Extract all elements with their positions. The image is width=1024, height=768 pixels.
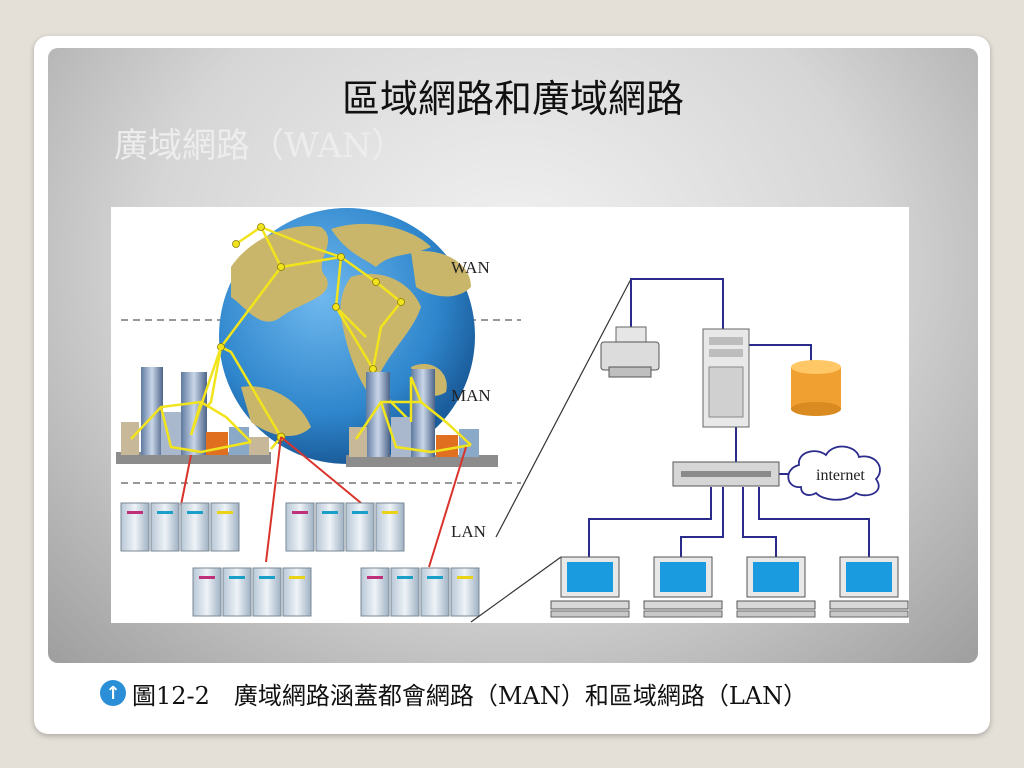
server-rack-icon — [360, 567, 480, 617]
server-tower-icon — [702, 328, 750, 428]
server-rack-icon — [120, 502, 240, 552]
server-rack-icon — [285, 502, 405, 552]
slide-title: 區域網路和廣域網路 — [341, 77, 684, 121]
network-diagram-svg: WAN MAN LAN — [116, 208, 909, 623]
database-icon — [791, 360, 841, 416]
lan-network-lines — [588, 278, 870, 557]
desktop-computer-icon — [643, 556, 723, 618]
server-rack-icon — [192, 567, 312, 617]
arrow-up-icon[interactable]: ↑ — [100, 680, 126, 706]
city-building-icon — [116, 367, 271, 464]
network-switch-icon — [672, 461, 780, 487]
man-links-left — [130, 346, 252, 454]
lan-links — [180, 436, 467, 568]
server-racks — [120, 502, 480, 617]
cloud-icon — [787, 445, 881, 501]
slide-subtitle: 廣域網路（WAN） — [114, 126, 406, 166]
desktop-computer-icon — [550, 556, 630, 618]
man-links-right — [354, 376, 472, 454]
network-diagram: WAN MAN LAN — [111, 207, 909, 623]
lan-label: LAN — [451, 522, 486, 541]
desktop-computer-icon — [736, 556, 816, 618]
internet-label: internet — [816, 467, 865, 484]
slide: 區域網路和廣域網路 廣域網路（WAN） — [48, 48, 978, 663]
wan-label: WAN — [451, 258, 490, 277]
desktop-computer-icon — [829, 556, 909, 618]
caption-text: 圖12-2 廣域網路涵蓋都會網路（MAN）和區域網路（LAN） — [132, 681, 808, 710]
figure-caption: ↑ 圖12-2 廣域網路涵蓋都會網路（MAN）和區域網路（LAN） — [100, 676, 807, 710]
man-label: MAN — [451, 386, 491, 405]
printer-icon — [600, 326, 660, 378]
zoom-line-bottom — [470, 556, 562, 623]
globe-icon — [219, 208, 475, 464]
zoom-line-top — [495, 278, 632, 538]
